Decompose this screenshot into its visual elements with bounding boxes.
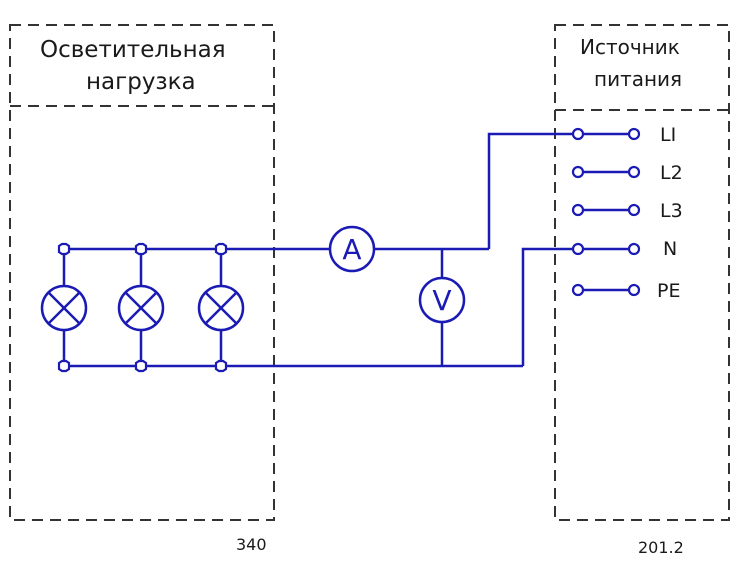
source-block-frame bbox=[554, 24, 730, 521]
terminal-n-left bbox=[571, 242, 585, 256]
l1-feed-wire bbox=[487, 132, 578, 249]
terminal-l2-left bbox=[571, 165, 585, 179]
ammeter: A bbox=[328, 225, 376, 273]
source-block: Источник питания 201.2 bbox=[554, 24, 730, 557]
terminal-label-n: N bbox=[663, 238, 677, 260]
lamp-3-cross-b bbox=[204, 291, 238, 325]
node-top-3 bbox=[214, 242, 228, 256]
ammeter-symbol: A bbox=[342, 233, 361, 266]
terminal-label-l2: L2 bbox=[660, 162, 683, 184]
load-block-frame bbox=[9, 24, 275, 521]
terminal-labels: LI L2 L3 N PE bbox=[657, 124, 683, 302]
source-block-code: 201.2 bbox=[638, 538, 684, 557]
node-bottom-2 bbox=[134, 359, 148, 373]
voltmeter: V bbox=[418, 276, 466, 324]
node-bottom-1 bbox=[57, 359, 71, 373]
lamp-2 bbox=[117, 284, 165, 332]
node-top-2 bbox=[134, 242, 148, 256]
terminal-contacts bbox=[571, 127, 641, 297]
terminal-label-pe: PE bbox=[657, 280, 680, 302]
lamp-3 bbox=[197, 284, 245, 332]
lamp-1-cross-b bbox=[47, 291, 81, 325]
terminal-pe-right bbox=[627, 283, 641, 297]
terminal-l1-left bbox=[571, 127, 585, 141]
terminal-l2-right bbox=[627, 165, 641, 179]
lamp-1 bbox=[40, 284, 88, 332]
load-block-code: 340 bbox=[236, 535, 267, 554]
terminal-label-l3: L3 bbox=[660, 200, 683, 222]
source-block-title-line2: питания bbox=[594, 67, 682, 91]
terminal-l3-left bbox=[571, 203, 585, 217]
n-return-wire bbox=[521, 247, 578, 366]
lamp-2-cross-b bbox=[124, 291, 158, 325]
terminal-l3-right bbox=[627, 203, 641, 217]
terminal-pe-left bbox=[571, 283, 585, 297]
voltmeter-body bbox=[418, 276, 466, 324]
terminal-label-l1: LI bbox=[660, 124, 676, 146]
load-block-title-line1: Осветительная bbox=[40, 37, 226, 63]
voltmeter-symbol: V bbox=[432, 284, 451, 317]
source-block-title-line1: Источник bbox=[580, 35, 680, 59]
load-block-title-line2: нагрузка bbox=[86, 69, 196, 95]
ammeter-body bbox=[328, 225, 376, 273]
junction-nodes bbox=[57, 242, 228, 373]
terminal-n-right bbox=[627, 242, 641, 256]
terminal-l1-right bbox=[627, 127, 641, 141]
node-bottom-3 bbox=[214, 359, 228, 373]
load-block: Осветительная нагрузка 340 bbox=[9, 24, 275, 554]
node-top-1 bbox=[57, 242, 71, 256]
